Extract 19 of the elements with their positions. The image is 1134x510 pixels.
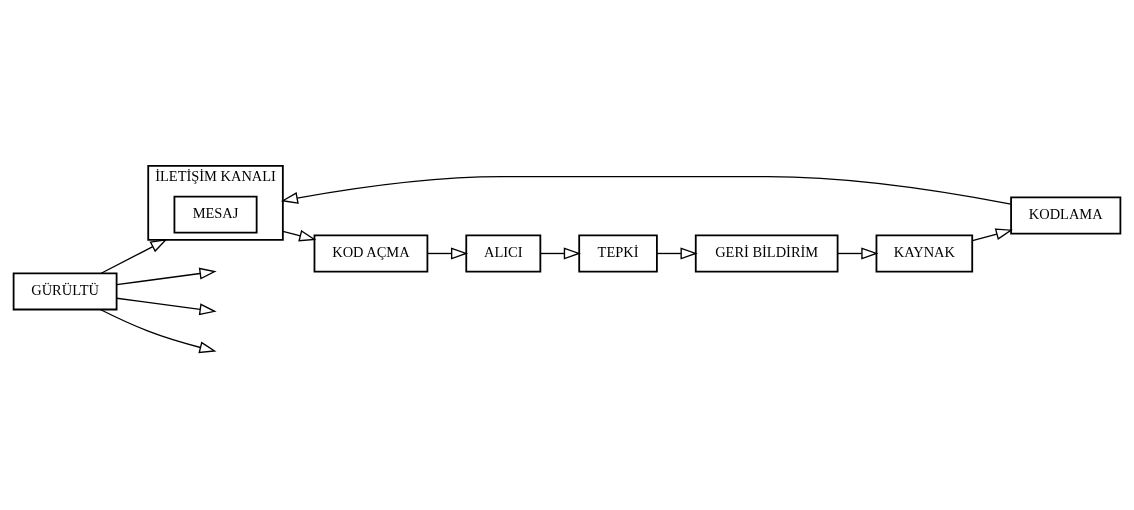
node-box: GERİ BİLDİRİM bbox=[694, 234, 839, 273]
node-box: ALICI bbox=[465, 234, 542, 273]
arrow bbox=[837, 247, 879, 260]
node-box: TEPKİ bbox=[578, 234, 658, 273]
arrow bbox=[539, 247, 581, 260]
arrow bbox=[280, 176, 1012, 205]
node-box: KOD AÇMA bbox=[313, 234, 429, 273]
node-box: KAYNAK bbox=[875, 234, 974, 273]
arrow bbox=[116, 297, 217, 316]
arrow bbox=[116, 267, 217, 286]
node-box: GÜRÜLTÜ bbox=[12, 272, 118, 311]
node-box: MESAJ bbox=[173, 195, 258, 234]
arrow bbox=[100, 239, 168, 274]
node-box: KODLAMA bbox=[1010, 196, 1122, 235]
arrow bbox=[282, 229, 317, 242]
arrow bbox=[971, 228, 1013, 242]
arrow bbox=[656, 247, 698, 260]
arrow bbox=[426, 247, 469, 260]
arrow bbox=[99, 308, 217, 354]
